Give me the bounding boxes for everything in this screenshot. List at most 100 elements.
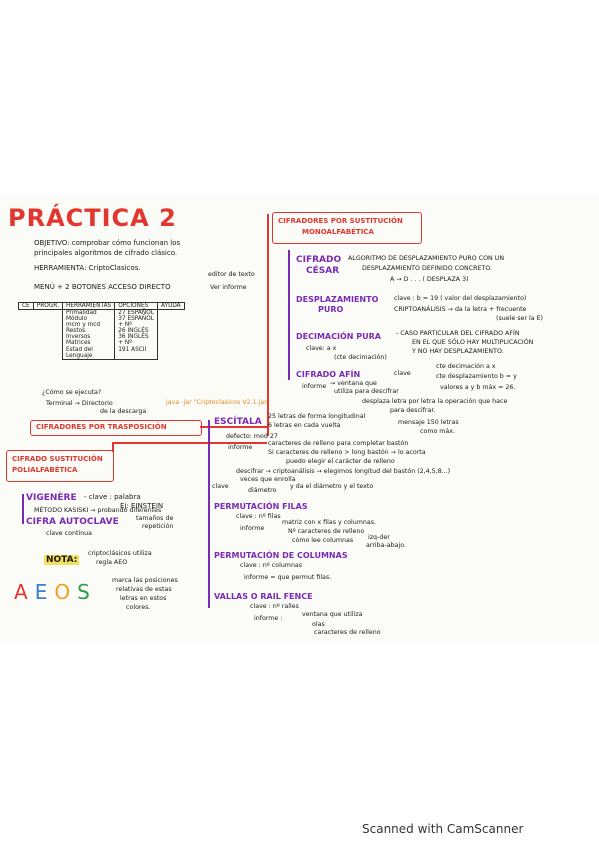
cesar-text-1: ALGORITMO DE DESPLAZAMIENTO PURO CON UN (348, 255, 505, 262)
escitala-veces: veces que enrolla (240, 476, 296, 483)
desp-cripto-2: (suele ser la E) (496, 315, 544, 322)
como-text: ¿Cómo se ejecuta? (42, 389, 102, 396)
afin-desc-2: para descifrar. (390, 407, 436, 414)
dec-heading: DECIMACIÓN PURA (296, 332, 381, 341)
aeos-o: O (54, 580, 78, 604)
afin-valores: valores a y b máx = 26. (440, 384, 516, 391)
escitala-text-1: 25 letras de forma longitudinal (268, 413, 366, 420)
escitala-msg: mensaje 150 letras (398, 419, 459, 426)
list-item: 27 ESPAÑOL (118, 310, 155, 317)
list-item: Matrices (65, 340, 91, 347)
kasiski-text-3: repetición (142, 523, 174, 530)
nota-label: NOTA: (44, 555, 80, 565)
perm-filas-informe: informe (240, 525, 265, 532)
afin-informe-2: → ventana que (330, 380, 377, 387)
afin-b: cte desplazamiento b = y (436, 373, 517, 380)
page-title: PRÁCTICA 2 (8, 204, 177, 232)
vallas-heading: VALLAS O RAIL FENCE (214, 592, 313, 601)
vallas-informe-1: ventana que utiliza (302, 611, 363, 618)
escitala-heading: ESCÍTALA (214, 417, 262, 427)
desp-heading-1: DESPLAZAMIENTO (296, 295, 379, 304)
escitala-msg-2: como máx. (420, 428, 456, 435)
afin-informe-3: utiliza para descifrar (334, 388, 399, 395)
perm-filas-informe-5: arriba-abajo. (366, 542, 407, 549)
mono-tree-line (288, 250, 290, 380)
divider-red-vertical (267, 214, 269, 436)
escitala-informe: informe (228, 444, 253, 451)
cesar-heading-1: CIFRADO (296, 255, 342, 265)
afin-informe: informe (302, 383, 327, 390)
desp-heading-2: PURO (318, 305, 344, 314)
escitala-informe-1: caracteres de relleno para completar bas… (268, 440, 409, 447)
escitala-y: y da el diámetro y el texto (290, 483, 374, 490)
list-item: 191 ASCII (118, 346, 147, 353)
aeos-e: E (34, 580, 55, 604)
autoclave-heading: CIFRA AUTOCLAVE (26, 517, 119, 527)
cesar-text-2: DESPLAZAMIENTO DEFINIDO CONCRETO. (362, 265, 493, 272)
vigenere-heading: VIGENÈRE (26, 493, 77, 503)
menu-tools-cell: Primalidad Módulo mcm y mcd Restos Inver… (61, 309, 116, 360)
divider-red-connector-2 (112, 442, 267, 444)
list-item: + Nº (118, 322, 133, 329)
perm-filas-informe-1: matriz con x filas y columnas. (282, 519, 377, 526)
nota-highlight: NOTA: (44, 555, 80, 565)
dec-text-1: - CASO PARTICULAR DEL CIFRADO AFÍN (396, 330, 520, 337)
herramienta-text: HERRAMIENTA: CriptoClasicos. (34, 264, 141, 272)
escitala-defecto: defecto: mod 27 (226, 433, 278, 440)
desp-clave: clave : b = 19 ( valor del desplazamient… (394, 295, 527, 302)
afin-clave: clave (394, 370, 411, 377)
menu-header-progr: PROGR. (32, 301, 63, 311)
menu-header-ayuda: AYUDA (157, 301, 185, 311)
list-item: Lenguaje (65, 352, 93, 359)
escitala-text-2: 6 letras en cada vuelta (268, 422, 341, 429)
terminal-text: Terminal → Directorio (46, 400, 113, 407)
list-item: Restos (65, 328, 86, 335)
trasposicion-tree-line (208, 420, 210, 608)
aeos-a: A (14, 580, 35, 604)
descarga-text: de la descarga (100, 408, 147, 415)
objetivo-text-2: principales algoritmos de cifrado clásic… (34, 249, 178, 257)
nota-text-2: regla AEO (96, 559, 128, 566)
menu-text: MENÚ + 2 BOTONES ACCESO DIRECTO (34, 283, 171, 291)
dec-text-3: Y NO HAY DESPLAZAMIENTO. (412, 348, 504, 355)
ver-informe-text: Ver informe (210, 284, 247, 291)
mono-box (272, 212, 422, 244)
vallas-informe-2: olas (312, 621, 325, 628)
poli-title-2: POLIALFABÉTICA (12, 466, 78, 474)
afin-desc: desplaza letra por letra la operación qu… (362, 398, 508, 405)
escitala-diametro: diámetro (248, 487, 277, 494)
perm-filas-heading: PERMUTACIÓN FILAS (214, 502, 308, 511)
editor-text: editor de texto (208, 271, 255, 278)
dec-clave: clave: a x (306, 345, 337, 352)
afin-a: cte decimación a x (436, 363, 496, 370)
escitala-informe-2: Si caracteres de relleno > long bastón →… (268, 449, 426, 456)
vigenere-clave: - clave : palabra (84, 493, 141, 501)
perm-col-clave: clave : nº columnas (240, 562, 303, 569)
perm-filas-informe-2: Nº caracteres de relleno (288, 528, 365, 535)
dec-text-2: EN EL QUE SÓLO HAY MULTIPLICACIÓN (412, 339, 534, 346)
mono-title-1: CIFRADORES POR SUSTITUCIÓN (278, 217, 403, 225)
perm-filas-informe-4: izq-der (368, 534, 390, 541)
list-item: Primalidad (65, 310, 97, 317)
menu-header-herramientas: HERRAMIENTAS (61, 301, 116, 311)
nota-text-1: criptoclásicos utiliza (88, 550, 152, 557)
escitala-clave: clave (212, 483, 229, 490)
list-item: Módulo (65, 316, 88, 323)
kasiski-text-2: tamaños de (136, 515, 174, 522)
java-command: java -jar "Criptoclasicos V2.1.jar" (166, 399, 270, 406)
aeos-text-2: relativas de estas (116, 586, 172, 593)
menu-header-opciones: OPCIONES (114, 301, 159, 311)
list-item: + Nº (118, 340, 133, 347)
objetivo-text: OBJETIVO: comprobar cómo funcionan los (34, 239, 181, 247)
vallas-informe-3: caracteres de relleno (314, 629, 381, 636)
footer-text: Scanned with CamScanner (362, 822, 524, 836)
perm-filas-informe-3: cómo lee columnas (292, 537, 354, 544)
vallas-clave: clave : nº raíles (250, 603, 299, 610)
perm-filas-clave: clave : nº filas (236, 513, 281, 520)
aeos-text-3: letras en estos (120, 595, 167, 602)
aeos-letters: AEOS (14, 582, 97, 602)
aeos-text-1: marca las posiciones (112, 577, 178, 584)
menu-table: CE PROGR. HERRAMIENTAS OPCIONES AYUDA Pr… (18, 301, 185, 360)
divider-red-connector (200, 426, 268, 428)
kasiski-text: MÉTODO KASISKI → probando diferentes (34, 507, 162, 514)
